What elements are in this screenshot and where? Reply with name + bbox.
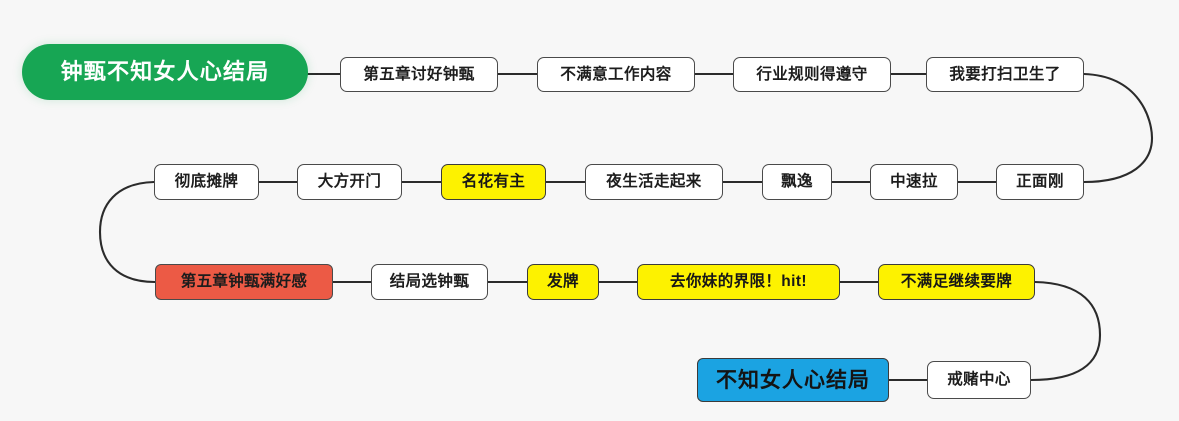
node-head-on[interactable]: 正面刚 xyxy=(996,164,1084,200)
node-chapter5-please-zhongzhen[interactable]: 第五章讨好钟甄 xyxy=(340,57,498,92)
node-nightlife-start[interactable]: 夜生活走起来 xyxy=(585,164,723,200)
node-ending-choose-zhongzhen[interactable]: 结局选钟甄 xyxy=(371,264,488,300)
node-gambling-rehab-center[interactable]: 戒赌中心 xyxy=(927,361,1031,399)
node-not-enough-keep-drawing[interactable]: 不满足继续要牌 xyxy=(878,264,1035,300)
node-open-door-generously[interactable]: 大方开门 xyxy=(297,164,402,200)
edge-n6-n13-wrap xyxy=(98,180,157,284)
node-industry-rules-must-follow[interactable]: 行业规则得遵守 xyxy=(733,57,891,92)
node-chapter5-zhongzhen-full-favor[interactable]: 第五章钟甄满好感 xyxy=(155,264,333,300)
node-unsatisfied-work-content[interactable]: 不满意工作内容 xyxy=(537,57,695,92)
edge-n5-n12-wrap xyxy=(1082,72,1154,184)
node-deal-cards[interactable]: 发牌 xyxy=(527,264,599,300)
node-already-taken[interactable]: 名花有主 xyxy=(441,164,546,200)
node-show-hand-completely[interactable]: 彻底摊牌 xyxy=(154,164,259,200)
node-i-will-clean-now[interactable]: 我要打扫卫生了 xyxy=(926,57,1084,92)
node-start-zhongzhen-ending[interactable]: 钟甄不知女人心结局 xyxy=(22,44,308,100)
node-elegant[interactable]: 飘逸 xyxy=(762,164,832,200)
edge-n17-n19-wrap xyxy=(1029,280,1102,382)
node-medium-speed-pull[interactable]: 中速拉 xyxy=(870,164,958,200)
node-ending-dont-know-womans-heart[interactable]: 不知女人心结局 xyxy=(697,358,889,402)
node-screw-the-limit-hit[interactable]: 去你妹的界限！hit! xyxy=(637,264,840,300)
